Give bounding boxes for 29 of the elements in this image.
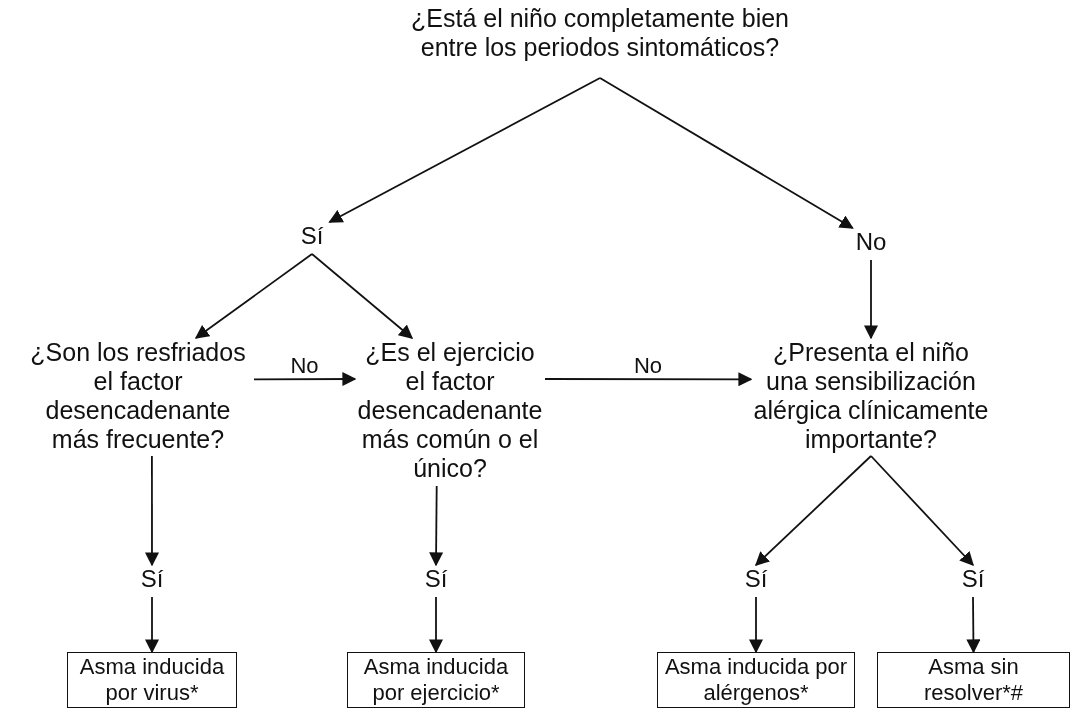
- arrow: [749, 596, 763, 654]
- outcome-box: Asma inducida por alérgenos*: [657, 652, 855, 708]
- arrow: [599, 77, 854, 229]
- answer-text: No: [848, 228, 894, 260]
- arrow: [253, 372, 357, 387]
- arrow: [966, 596, 981, 654]
- answer-text: Sí: [132, 565, 172, 597]
- arrow: [429, 596, 443, 654]
- arrow: [864, 259, 878, 340]
- arrow: [145, 455, 159, 567]
- arrow: [311, 253, 414, 339]
- arrow: [544, 372, 753, 387]
- question-text: ¿Son los resfriados el factor desencadenante más frecuente?: [22, 338, 254, 456]
- outcome-box: Asma inducida por virus*: [67, 652, 237, 708]
- question-text: ¿Presenta el niño una sensibilización alérgica clínicamente importante?: [751, 338, 991, 456]
- arrow: [328, 77, 601, 223]
- answer-text: Sí: [953, 565, 993, 597]
- answer-text: Sí: [416, 565, 456, 597]
- outcome-box: Asma sin resolver*#: [877, 652, 1070, 708]
- question-text: ¿Está el niño completamente bien entre los periodos sintomáticos?: [398, 4, 802, 78]
- arrow: [755, 455, 872, 566]
- arrow: [870, 455, 974, 566]
- arrow: [429, 485, 444, 567]
- answer-text: Sí: [290, 222, 334, 254]
- answer-text: Sí: [736, 565, 776, 597]
- arrow: [194, 253, 313, 339]
- outcome-box: Asma inducida por ejercicio*: [347, 652, 525, 708]
- arrow: [145, 596, 159, 654]
- question-text: ¿Es el ejercicio el factor desencadenante más común o el único?: [355, 338, 545, 486]
